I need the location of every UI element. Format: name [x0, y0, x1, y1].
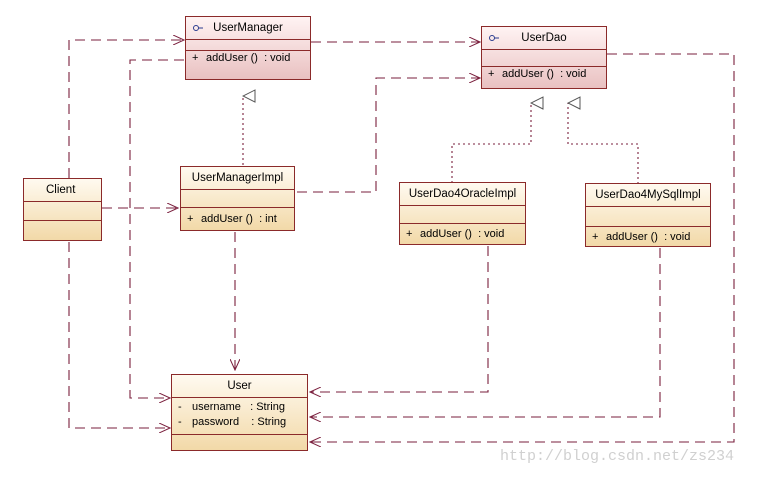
attributes-section	[181, 190, 294, 208]
dep-client-user	[68, 242, 170, 428]
class-userdao[interactable]: UserDao +addUser () : void	[481, 26, 607, 89]
operation: +addUser () : void	[488, 68, 587, 80]
class-name: UserDao4MySqlImpl	[595, 189, 701, 201]
operations-section: +addUser () : int	[181, 208, 294, 230]
realize-mysql	[568, 103, 639, 184]
operation: +addUser () : void	[592, 231, 691, 243]
watermark-text: http://blog.csdn.net/zs234	[500, 448, 735, 465]
class-user[interactable]: User -username : String -password : Stri…	[171, 374, 308, 451]
class-name: UserDao	[521, 32, 567, 44]
operation: +addUser () : void	[406, 228, 505, 240]
realize-oracle	[451, 103, 531, 183]
dep-client-usermanager	[68, 40, 184, 178]
class-userdao4oracleimpl[interactable]: UserDao4OracleImpl +addUser () : void	[399, 182, 526, 245]
operations-section: +addUser () : void	[586, 227, 710, 247]
interface-icon	[489, 35, 499, 41]
attributes-section	[482, 50, 606, 67]
class-name: Client	[46, 184, 76, 196]
class-name: User	[227, 380, 252, 392]
dep-mysql-user	[310, 248, 661, 417]
dep-usermanager-user	[129, 59, 184, 398]
class-userdao4mysqlimpl[interactable]: UserDao4MySqlImpl +addUser () : void	[585, 183, 711, 247]
attributes-section	[24, 202, 101, 221]
attribute: -username : String	[178, 401, 285, 413]
class-usermanager[interactable]: UserManager +addUser () : void	[185, 16, 311, 80]
attributes-section: -username : String -password : String	[172, 398, 307, 435]
interface-icon	[193, 25, 203, 31]
operations-section: +addUser () : void	[400, 224, 525, 244]
class-name: UserManagerImpl	[191, 172, 284, 184]
dep-oracle-user	[310, 246, 489, 392]
operation: +addUser () : void	[192, 52, 291, 64]
operations-section	[24, 221, 101, 242]
class-client[interactable]: Client	[23, 178, 102, 241]
class-name: UserDao4OracleImpl	[408, 188, 517, 200]
attribute: -password : String	[178, 416, 287, 428]
dep-usermanagerimpl-userdao	[297, 78, 480, 193]
dep-userdao-user	[310, 53, 735, 442]
class-usermanagerimpl[interactable]: UserManagerImpl +addUser () : int	[180, 166, 295, 231]
attributes-section	[186, 40, 310, 51]
operation: +addUser () : int	[187, 213, 277, 225]
operations-section: +addUser () : void	[186, 51, 310, 66]
attributes-section	[586, 207, 710, 227]
operations-section: +addUser () : void	[482, 67, 606, 82]
class-name: UserManager	[213, 22, 283, 34]
attributes-section	[400, 206, 525, 224]
